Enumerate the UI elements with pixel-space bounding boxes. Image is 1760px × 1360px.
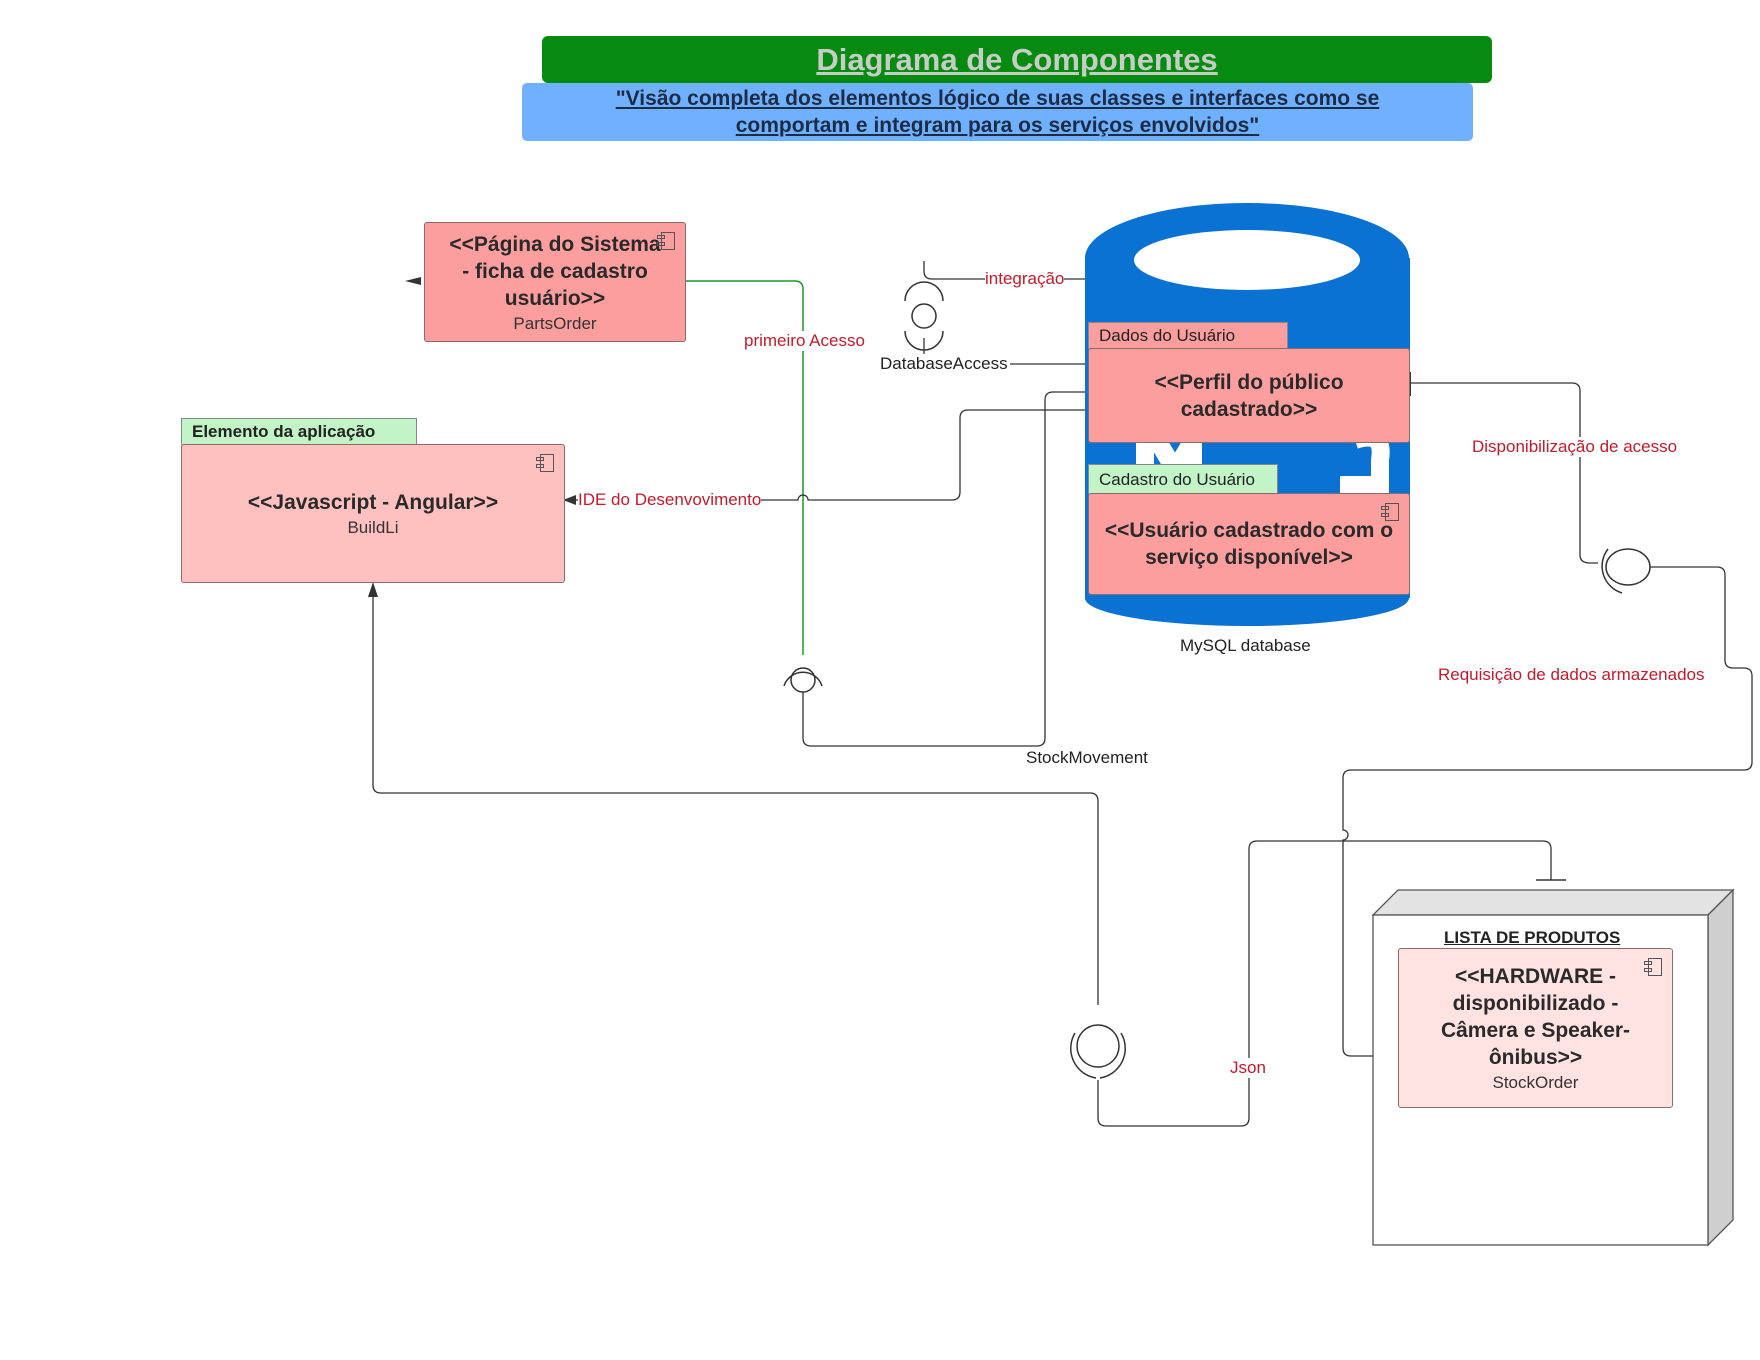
wire-requisicao xyxy=(1342,566,1753,1057)
diagram-title-bar: Diagrama de Componentes xyxy=(542,36,1492,83)
component-perfil-publico[interactable]: <<Perfil do público cadastrado>> xyxy=(1088,348,1410,443)
label-disponibilizacao: Disponibilização de acesso xyxy=(1472,437,1678,457)
component-stereotype: <<HARDWARE - disponibilizado - Câmera e … xyxy=(1440,965,1631,1069)
component-name: PartsOrder xyxy=(513,313,597,333)
component-icon xyxy=(1644,958,1662,976)
label-json: Json xyxy=(1230,1058,1266,1078)
diagram-subtitle-bar: "Visão completa dos elementos lógico de … xyxy=(522,83,1473,141)
label-integracao: integração xyxy=(985,269,1065,289)
wire-stock-movement xyxy=(802,391,1085,747)
component-icon xyxy=(657,232,675,250)
component-javascript-angular[interactable]: <<Javascript - Angular>> BuildLi xyxy=(181,444,565,583)
package-label: Cadastro do Usuário xyxy=(1099,469,1255,489)
component-stereotype: <<Página do Sistema - ficha de cadastro … xyxy=(449,232,661,310)
diagram-title: Diagrama de Componentes xyxy=(816,41,1218,77)
label-stock-movement: StockMovement xyxy=(1026,748,1148,767)
component-stereotype: <<Perfil do público cadastrado>> xyxy=(1154,370,1344,421)
wire-ide xyxy=(572,409,1085,501)
diagram-subtitle: "Visão completa dos elementos lógico de … xyxy=(615,87,1380,137)
node-label: LISTA DE PRODUTOS xyxy=(1444,928,1621,947)
package-tab-dados-usuario: Dados do Usuário xyxy=(1088,322,1288,349)
label-ide: IDE do Desenvovimento xyxy=(578,490,762,510)
package-tab-cadastro-usuario: Cadastro do Usuário xyxy=(1088,464,1278,494)
wire-json xyxy=(1097,840,1552,1127)
component-stereotype: <<Javascript - Angular>> xyxy=(247,491,499,514)
component-pagina-sistema[interactable]: <<Página do Sistema - ficha de cadastro … xyxy=(424,222,686,342)
wire-disponibilizacao xyxy=(1410,382,1598,564)
component-usuario-cadastrado[interactable]: <<Usuário cadastrado com o serviço dispo… xyxy=(1088,493,1410,595)
component-icon xyxy=(1381,503,1399,521)
wire-integracao xyxy=(923,261,1085,280)
package-label: Dados do Usuário xyxy=(1099,326,1236,345)
component-icon xyxy=(536,454,554,472)
package-tab-elemento: Elemento da aplicação xyxy=(181,418,417,445)
component-name: BuildLi xyxy=(347,518,399,537)
component-hardware[interactable]: <<HARDWARE - disponibilizado - Câmera e … xyxy=(1398,948,1673,1108)
component-name: StockOrder xyxy=(1492,1073,1579,1092)
label-requisicao: Requisição de dados armazenados xyxy=(1438,665,1705,685)
wire-json-up xyxy=(372,588,1099,1005)
wire-primeiro-acesso xyxy=(684,280,804,655)
component-stereotype: <<Usuário cadastrado com o serviço dispo… xyxy=(1104,519,1394,569)
label-primeiro-acesso: primeiro Acesso xyxy=(744,331,865,351)
label-database-access: DatabaseAccess xyxy=(880,354,1008,374)
package-label: Elemento da aplicação xyxy=(192,422,376,441)
database-label: MySQL database xyxy=(1180,636,1311,655)
